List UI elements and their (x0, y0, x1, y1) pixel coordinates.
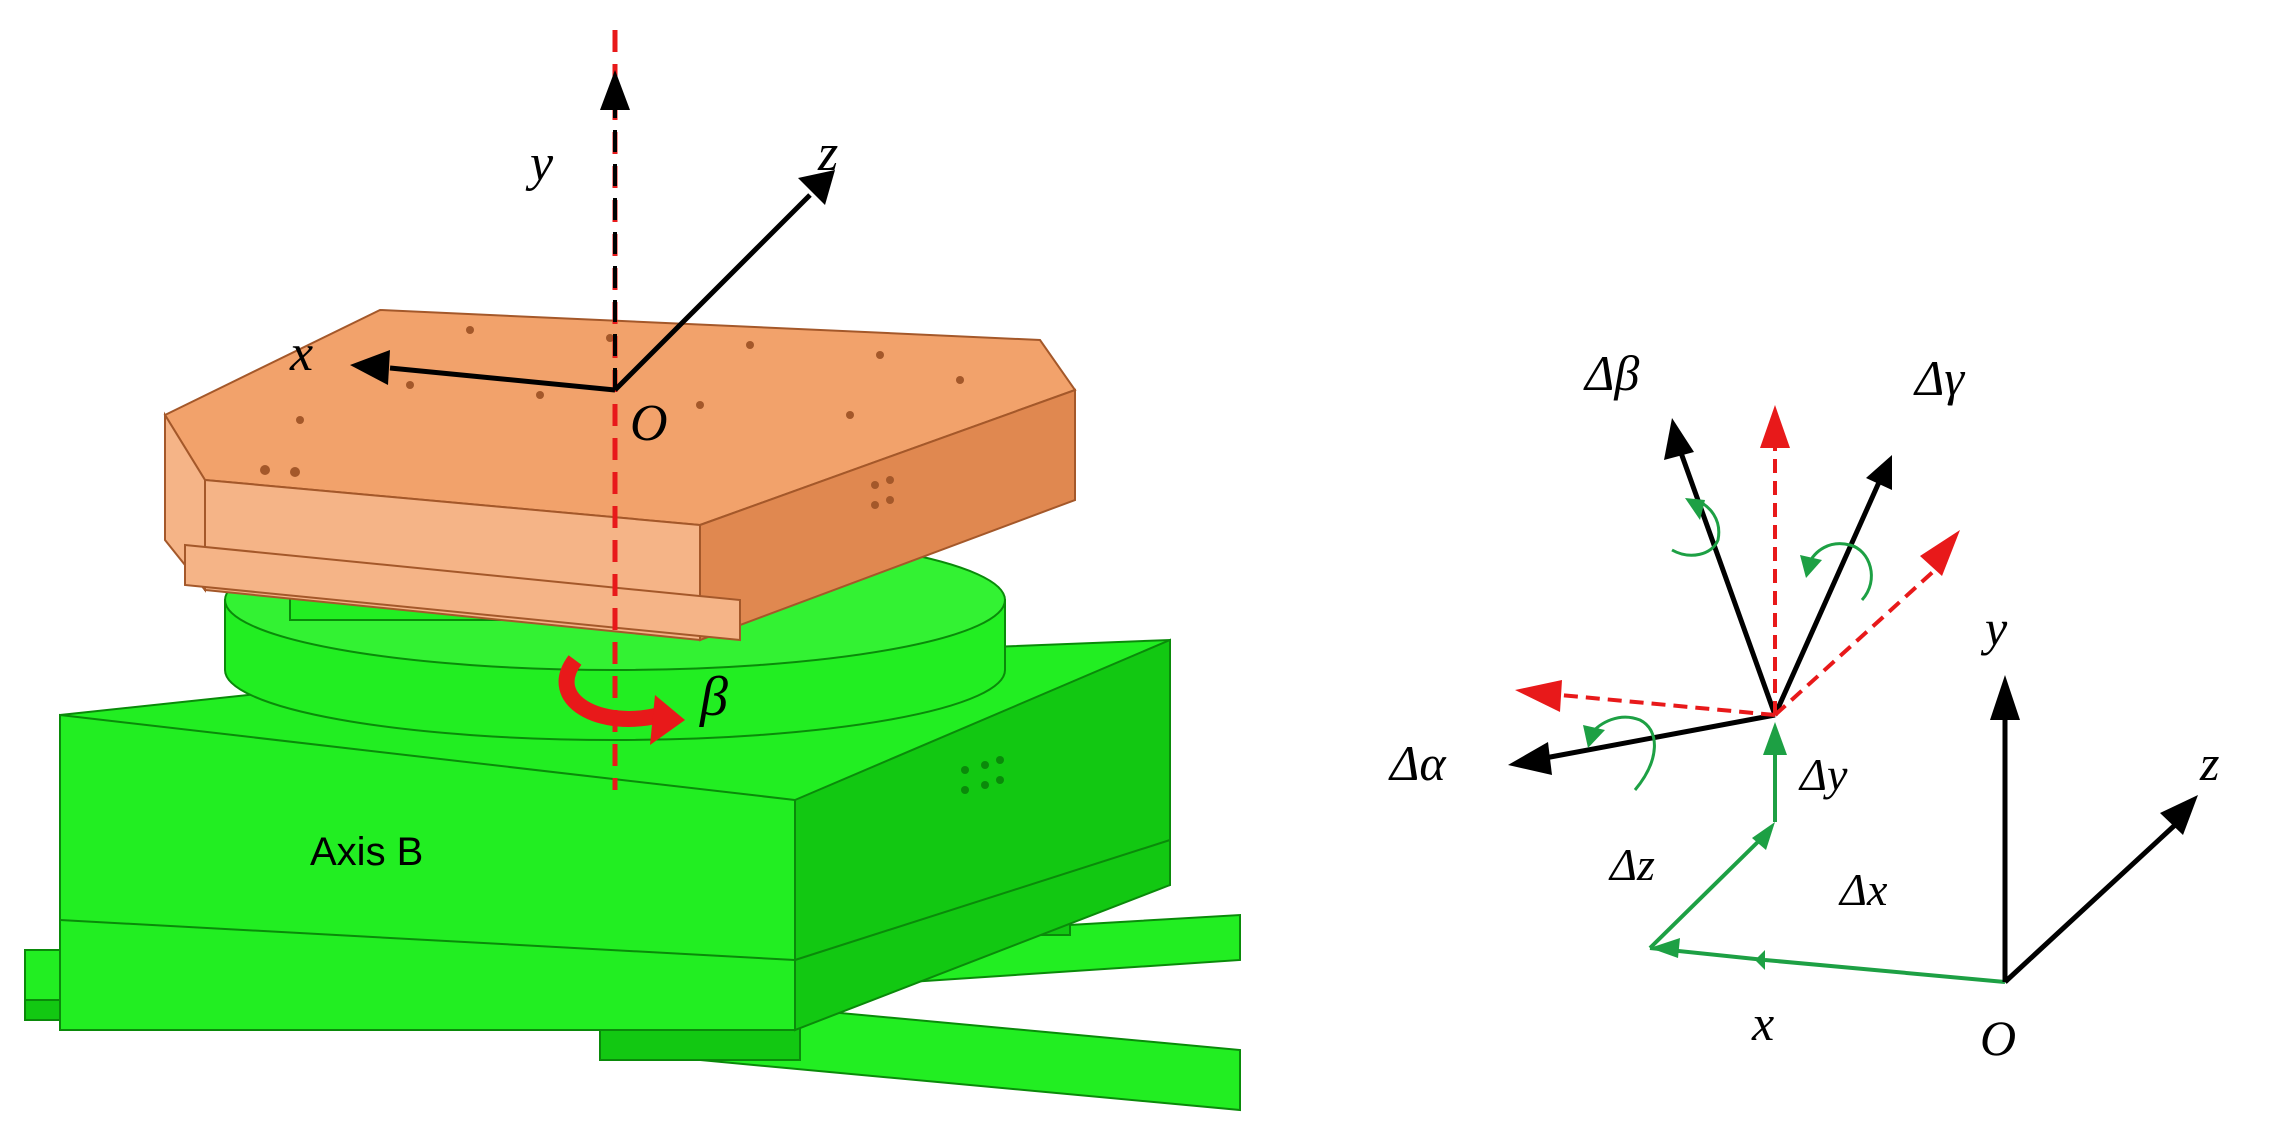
right-label-z: z (2199, 735, 2219, 791)
nominal-axes (1515, 405, 1960, 717)
left-axes (350, 70, 835, 393)
x-axis-arrow (389, 365, 616, 393)
label-dz: Δz (1608, 839, 1655, 890)
left-label-origin: O (630, 395, 668, 452)
z-arrowhead (798, 170, 835, 205)
label-dx: Δx (1838, 864, 1888, 915)
left-label-beta: β (699, 666, 728, 728)
left-label-y: y (525, 135, 554, 192)
rotation-beta-arrow (558, 655, 685, 745)
x-arrowhead (350, 350, 390, 385)
dz-vector (1648, 828, 1772, 950)
left-label-z: z (817, 125, 838, 182)
machine-model: y z x O β Axis B (24, 30, 1241, 1112)
table-top (163, 308, 1077, 642)
z-axis-arrow (613, 193, 812, 392)
left-label-x: x (289, 325, 313, 382)
world-axes (1990, 675, 2198, 984)
y-arrowhead (600, 70, 630, 110)
right-label-y: y (1980, 600, 2008, 656)
label-dy: Δy (1798, 749, 1848, 800)
dx-vector (1764, 958, 2006, 984)
translation-chain (1648, 722, 2006, 984)
label-dalpha: Δα (1388, 735, 1447, 791)
rotated-axes (1508, 418, 1892, 775)
label-dbeta: Δβ (1583, 345, 1639, 401)
rotation-arcs (1583, 498, 1873, 791)
base-block (59, 638, 1171, 1032)
right-label-x: x (1751, 995, 1774, 1051)
axis-b-label: Axis B (310, 830, 423, 874)
right-label-origin: O (1980, 1010, 2016, 1066)
error-diagram: Δβ Δγ Δα Δy Δz Δx y z x O (1388, 345, 2219, 1066)
label-dgamma: Δγ (1913, 350, 1965, 406)
